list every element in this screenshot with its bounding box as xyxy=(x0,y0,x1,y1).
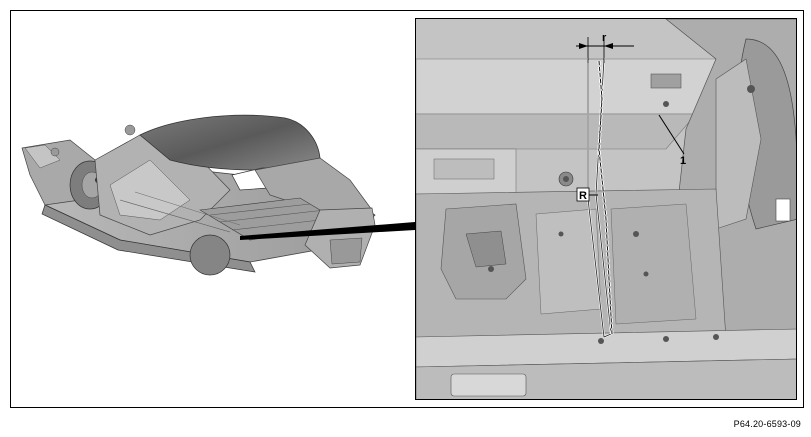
detail-view: r R 1 xyxy=(415,18,797,400)
pointer-wedge xyxy=(240,222,415,240)
sill xyxy=(416,328,796,368)
figure-reference-number: P64.20-6593-09 xyxy=(733,419,801,429)
detail-illustration: r R 1 xyxy=(416,19,796,399)
section-label-r: R xyxy=(579,190,587,202)
callout-leader-1 xyxy=(658,114,685,155)
dimension-label-r: r xyxy=(602,32,607,44)
callout-label-1: 1 xyxy=(680,155,686,167)
